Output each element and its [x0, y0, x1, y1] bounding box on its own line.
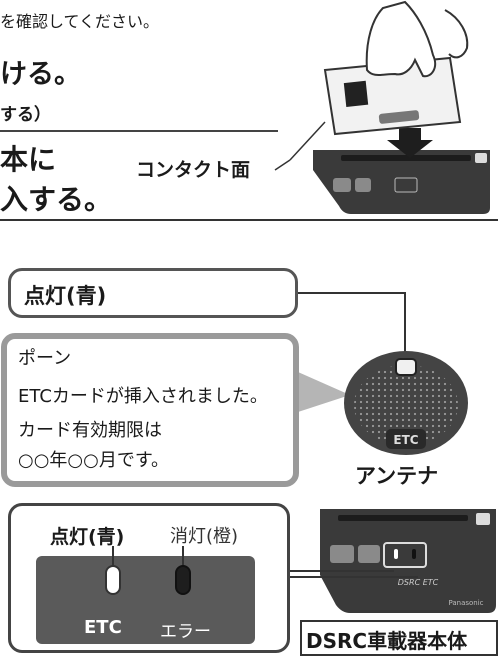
contact-surface-label: コンタクト面: [136, 159, 251, 181]
card-insertion-illustration: [274, 0, 490, 214]
etc-led-lit: [105, 565, 121, 595]
volume-button-icon: [355, 178, 371, 192]
device-body: [320, 509, 496, 613]
speech-pointer: [298, 372, 350, 412]
antenna-logo-badge: [386, 429, 426, 449]
insert-arrow-icon: [387, 128, 433, 158]
repeat-button-icon: [333, 178, 351, 192]
voice-line-3: カード有効期限は: [18, 420, 162, 441]
antenna-led: [395, 358, 417, 376]
repeat-button-icon: [330, 545, 354, 563]
voice-line-2: ETCカードが挿入されました。: [18, 386, 268, 407]
instruction-step-line1: 本に: [0, 143, 57, 176]
error-indicator-label: エラー: [160, 622, 211, 642]
antenna-illustration: ETC: [344, 351, 468, 455]
instruction-confirm-text: を確認してください。: [0, 12, 160, 31]
dsrc-device-illustration: DSRC ETC Panasonic: [320, 509, 496, 613]
contact-leader-line: [274, 159, 291, 171]
card-slot: [341, 155, 471, 161]
led-on-label: 点灯(青): [50, 526, 125, 548]
eject-icon: [475, 153, 487, 163]
card-slot: [338, 515, 468, 521]
device-label-box: [300, 620, 498, 656]
indicator-window: [394, 177, 418, 193]
voice-line-1: ポーン: [18, 348, 72, 369]
device-brand: Panasonic: [448, 599, 483, 607]
indicator-window: [383, 542, 427, 568]
indicator-panel: [36, 556, 255, 644]
device-model: DSRC ETC: [398, 578, 439, 587]
status-callout: [8, 268, 298, 318]
error-led-unlit: [175, 565, 191, 595]
antenna-label: アンテナ: [355, 464, 439, 488]
instruction-step-heading: ける。: [0, 59, 81, 90]
instruction-step-line2: 入する。: [0, 183, 113, 216]
status-label: 点灯(青): [24, 284, 107, 308]
eject-icon: [476, 513, 490, 525]
led-off-label: 消灯(橙): [170, 526, 239, 547]
voice-line-4: ○○年○○月です。: [18, 450, 170, 471]
device-label: DSRC車載器本体: [306, 629, 468, 653]
card-chip-icon: [343, 80, 369, 107]
card-contact-surface: [378, 110, 420, 124]
device-body: [313, 150, 490, 214]
instruction-note: する）: [0, 105, 51, 125]
volume-button-icon: [358, 545, 380, 563]
etc-indicator-label: ETC: [84, 617, 122, 638]
divider: [0, 130, 278, 132]
antenna-logo: ETC: [393, 433, 418, 447]
hand-icon: [365, 0, 437, 78]
voice-announcement-callout: [1, 333, 299, 487]
section-separator: [0, 219, 498, 221]
